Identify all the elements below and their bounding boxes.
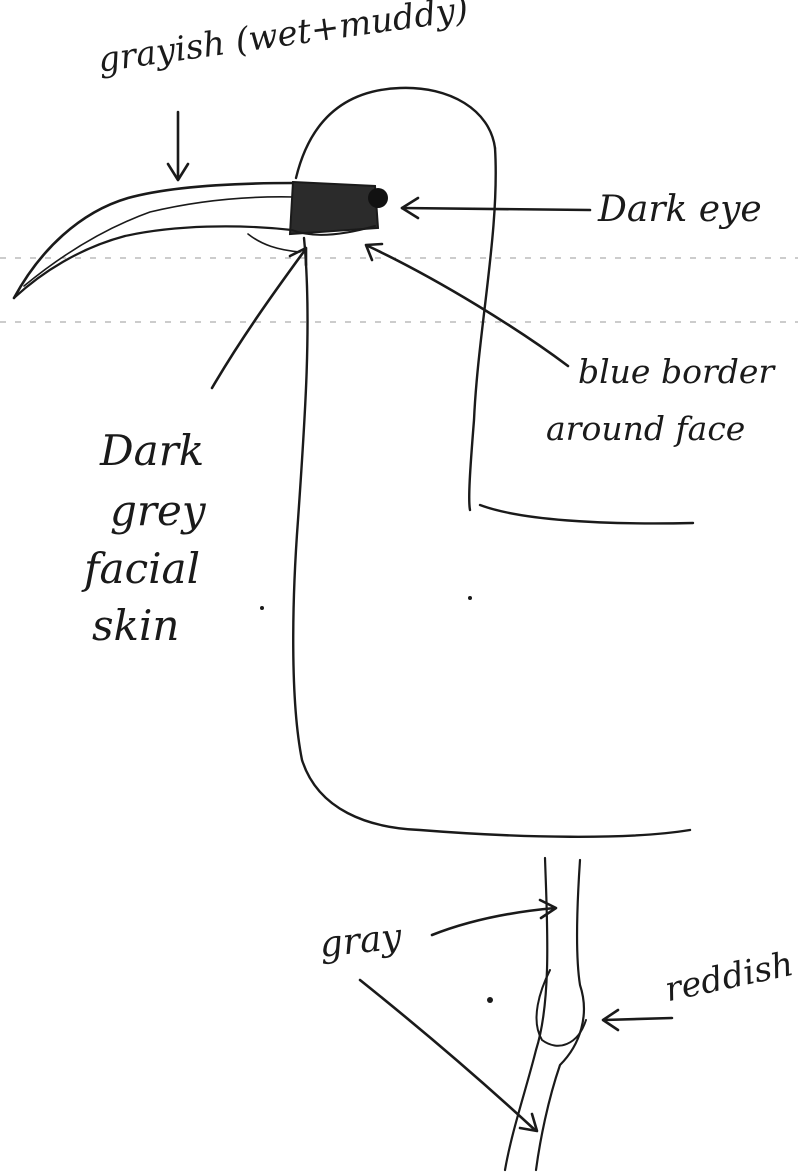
- facial-skin-label-line-2: grey: [110, 490, 206, 532]
- neck-back-outline: [469, 148, 496, 510]
- front-body-outline: [293, 238, 690, 837]
- arrow-to-bill: [168, 112, 188, 180]
- ink-dot: [468, 596, 472, 600]
- arrow-gray-upper: [432, 900, 556, 935]
- arrow-reddish: [603, 1010, 672, 1030]
- facial-skin-patch: [290, 182, 378, 234]
- facial-skin-label-line-1: Dark: [100, 430, 204, 472]
- eye-circle: [368, 188, 388, 208]
- face-border-label-line-1: blue border: [578, 355, 774, 388]
- face-border-label-line-2: around face: [546, 412, 745, 445]
- wing-edge-outline: [480, 505, 693, 523]
- arrow-gray-lower: [360, 980, 537, 1131]
- arrow-to-face-border: [366, 244, 568, 366]
- leg-gray-label: gray: [318, 919, 403, 963]
- arrow-to-facial-skin: [212, 248, 306, 388]
- head-back-outline: [296, 88, 495, 178]
- ink-dot: [260, 606, 264, 610]
- eye-label: Dark eye: [598, 192, 762, 228]
- facial-skin-label-line-3: facial: [84, 548, 200, 590]
- bill-upper-outline: [14, 183, 295, 298]
- bill-inner-line: [24, 197, 295, 286]
- facial-skin-label-line-4: skin: [92, 605, 180, 647]
- chin-stroke: [248, 234, 300, 252]
- ink-dot: [487, 997, 493, 1003]
